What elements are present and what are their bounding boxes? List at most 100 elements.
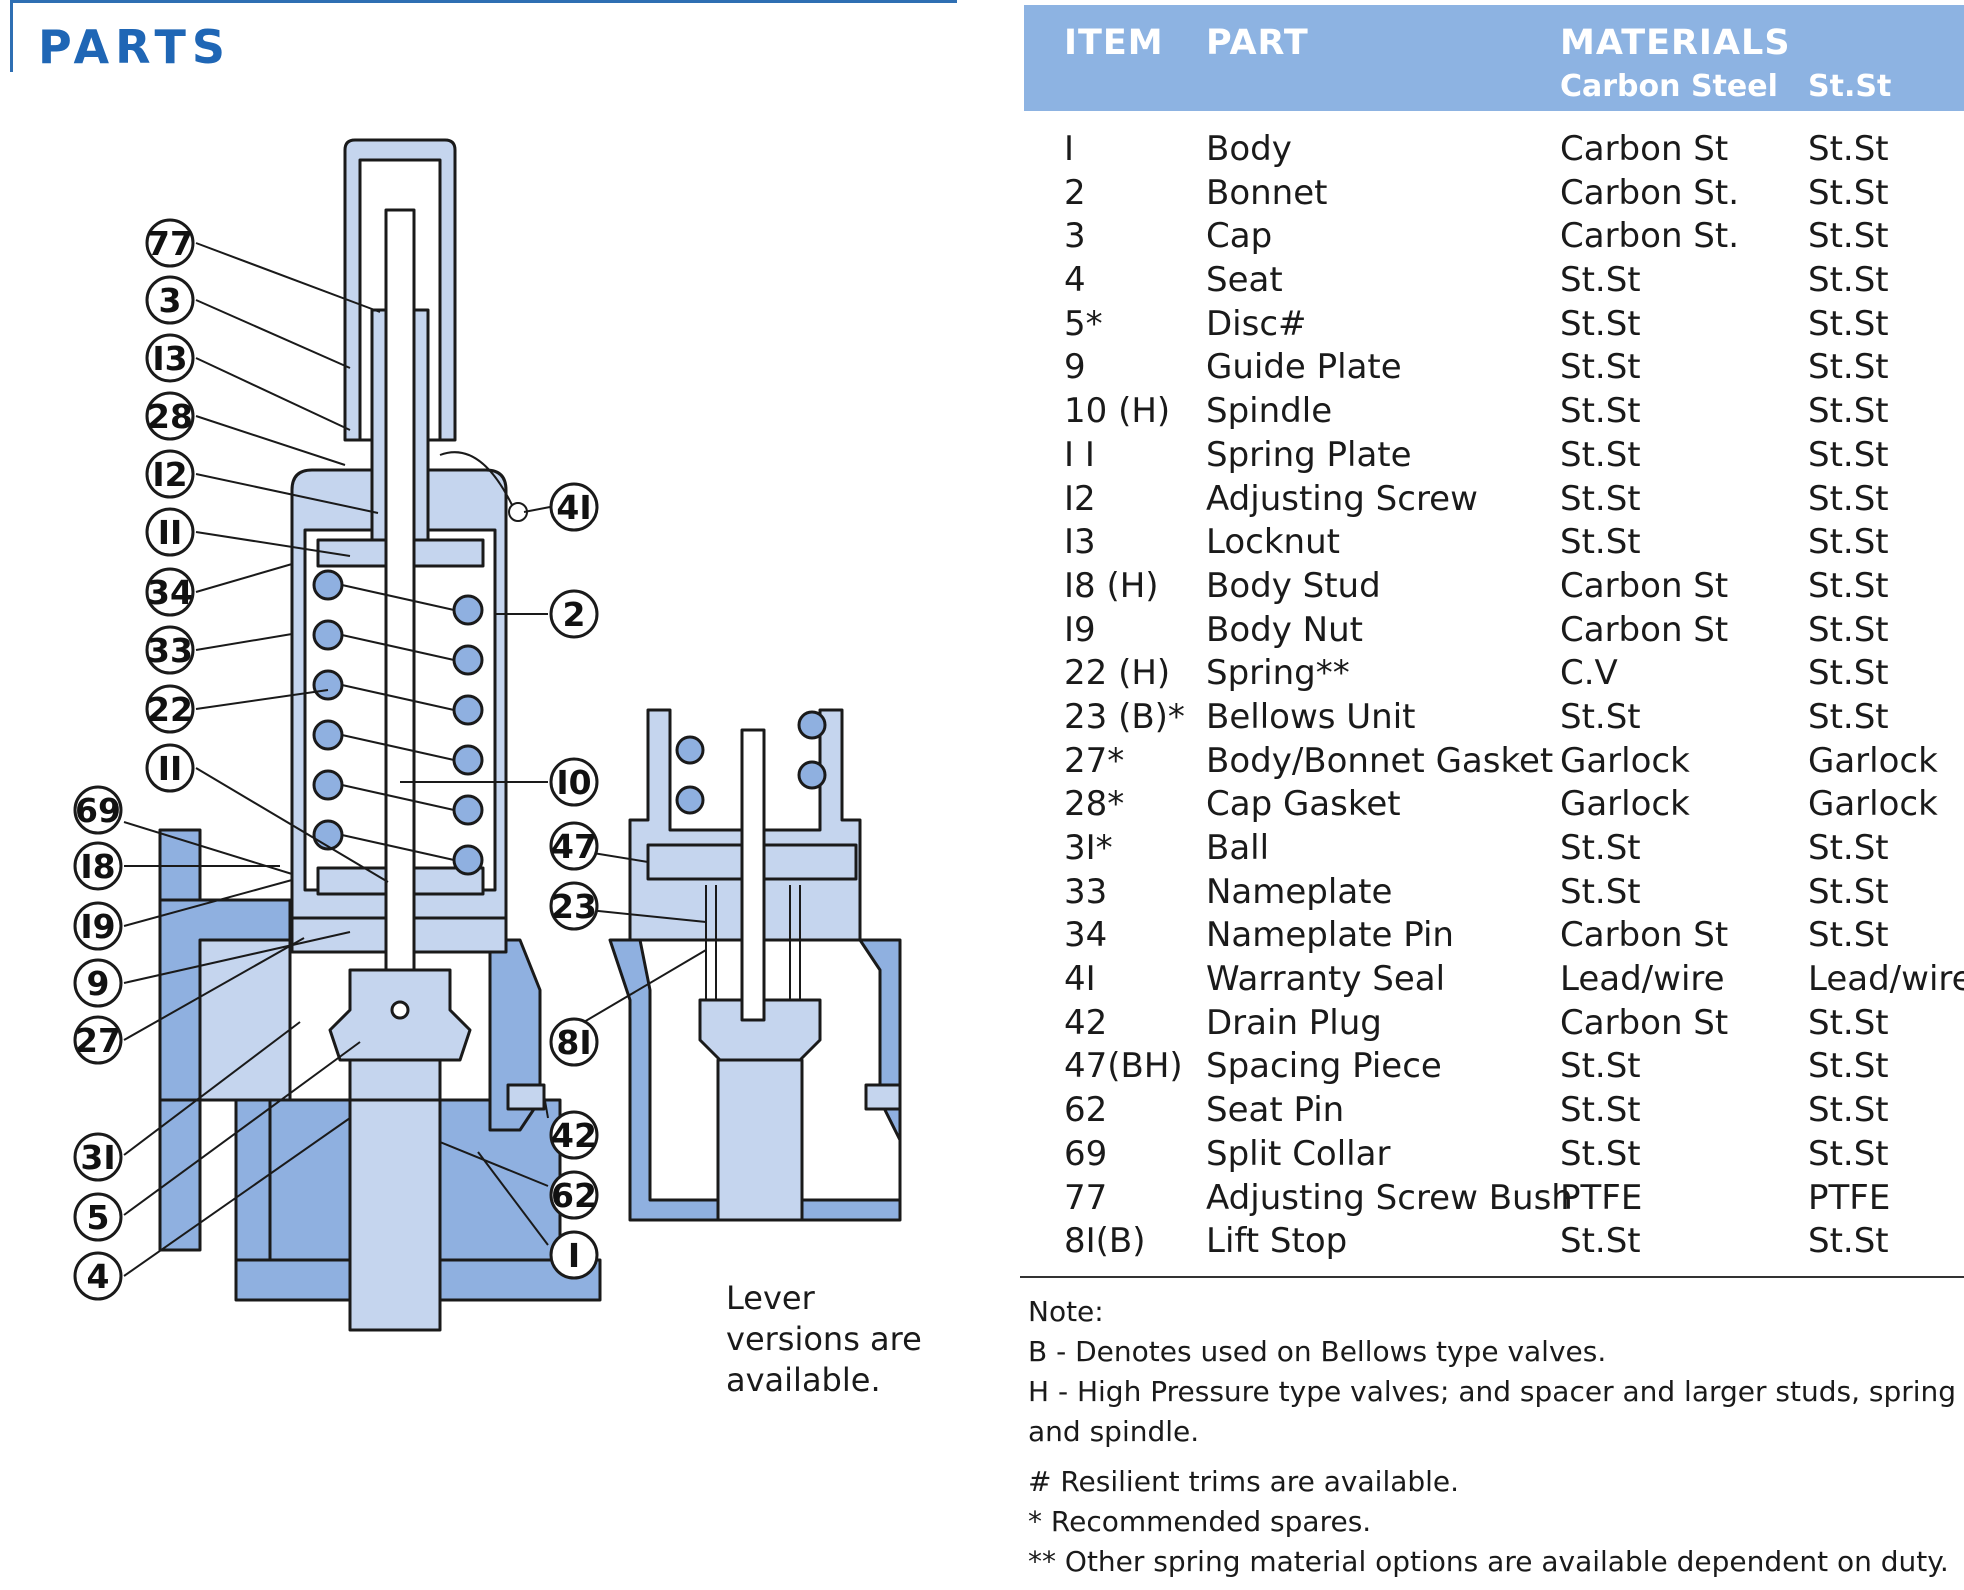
cell-carbon-steel: St.St — [1560, 1046, 1641, 1087]
cell-carbon-steel: St.St — [1560, 478, 1641, 519]
callout-label: 69 — [75, 791, 121, 830]
note-dstar: ** Other spring material options are ava… — [1028, 1545, 1949, 1578]
cell-stst: St.St — [1808, 434, 1889, 475]
callout-left-13: 9 — [73, 958, 123, 1008]
callout-label: II — [158, 513, 183, 552]
cell-part: Body Stud — [1206, 565, 1381, 606]
callout-circle — [73, 1192, 123, 1242]
bellows-spindle — [740, 728, 766, 1022]
parts-table-header: ITEM PART MATERIALS Carbon Steel St.St — [1024, 5, 1964, 111]
cell-carbon-steel: St.St — [1560, 303, 1641, 344]
callout-label: 28 — [147, 397, 193, 436]
cell-carbon-steel: St.St — [1560, 1133, 1641, 1174]
cell-item: I3 — [1064, 522, 1096, 563]
header-stst: St.St — [1808, 69, 1892, 104]
cell-item: 42 — [1064, 1002, 1108, 1043]
cell-item: 47(BH) — [1064, 1046, 1183, 1087]
cell-stst: St.St — [1808, 609, 1889, 650]
cell-item: 3 — [1064, 216, 1086, 257]
cell-item: 10 (H) — [1064, 391, 1171, 432]
drain-plug — [506, 1083, 546, 1111]
callout-circle — [549, 1110, 599, 1160]
table-divider — [1020, 1276, 1964, 1278]
callout-circle — [549, 1170, 599, 1220]
cell-part: Warranty Seal — [1206, 959, 1446, 1000]
bellows-spring — [675, 710, 827, 815]
cell-stst: St.St — [1808, 696, 1889, 737]
cell-item: 3I* — [1064, 828, 1113, 868]
bellows-disc — [698, 998, 822, 1062]
callout-label: I2 — [152, 455, 187, 494]
note-b: B - Denotes used on Bellows type valves. — [1028, 1335, 1607, 1368]
header-materials: MATERIALS — [1560, 23, 1791, 63]
spindle — [384, 208, 416, 1012]
callout-right-5: 8I — [549, 1017, 599, 1067]
bellows-body — [608, 938, 902, 1222]
cell-part: Spring Plate — [1206, 434, 1412, 475]
callout-label: 4 — [87, 1257, 110, 1296]
callout-label: I3 — [152, 339, 187, 378]
callout-label: 3 — [159, 281, 182, 320]
cell-carbon-steel: St.St — [1560, 391, 1641, 432]
callout-circle — [549, 589, 599, 639]
callout-circle — [145, 507, 195, 557]
callout-circle — [145, 218, 195, 268]
cell-item: 69 — [1064, 1133, 1108, 1174]
callout-circle — [549, 757, 599, 807]
cell-stst: St.St — [1808, 565, 1889, 606]
cell-stst: St.St — [1808, 391, 1889, 432]
callout-left-12: I9 — [73, 901, 123, 951]
callout-right-3: 47 — [549, 821, 599, 871]
callout-right-0: 4I — [549, 482, 599, 532]
cell-carbon-steel: C.V — [1560, 653, 1618, 694]
callout-label: 2 — [563, 595, 586, 634]
callout-label: II — [158, 749, 183, 788]
callout-label: 42 — [551, 1116, 597, 1155]
callout-right-2: I0 — [549, 757, 599, 807]
cell-carbon-steel: Carbon St — [1560, 129, 1729, 169]
cell-part: Spindle — [1206, 391, 1333, 432]
cell-item: 8I(B) — [1064, 1221, 1146, 1262]
cell-carbon-steel: Carbon St — [1560, 1002, 1729, 1043]
cell-part: Bellows Unit — [1206, 696, 1416, 737]
callout-circle — [145, 743, 195, 793]
cell-item: 34 — [1064, 915, 1108, 956]
header-item: ITEM — [1064, 23, 1164, 63]
callout-left-4: I2 — [145, 449, 195, 499]
cell-part: Nameplate — [1206, 871, 1393, 912]
cell-part: Lift Stop — [1206, 1221, 1348, 1262]
callout-circle — [145, 333, 195, 383]
notes-block: Note: B - Denotes used on Bellows type v… — [1028, 1292, 1958, 1582]
cell-stst: PTFE — [1808, 1177, 1891, 1218]
cell-carbon-steel: Carbon St. — [1560, 172, 1740, 213]
callout-label: 34 — [147, 573, 193, 612]
callout-right-6: 42 — [549, 1110, 599, 1160]
cell-carbon-steel: St.St — [1560, 260, 1641, 301]
cell-stst: St.St — [1808, 172, 1889, 213]
cell-part: Ball — [1206, 828, 1270, 868]
cell-part: Cap — [1206, 216, 1273, 257]
note-h: H - High Pressure type valves; and space… — [1028, 1375, 1957, 1448]
cell-stst: St.St — [1808, 871, 1889, 912]
bellows-bonnet — [628, 708, 862, 942]
cell-item: I2 — [1064, 478, 1096, 519]
callout-left-3: 28 — [145, 391, 195, 441]
callout-circle — [145, 391, 195, 441]
callout-label: 3I — [80, 1138, 115, 1177]
title-rule — [10, 0, 957, 3]
cell-part: Bonnet — [1206, 172, 1328, 213]
cell-stst: St.St — [1808, 478, 1889, 519]
valve-cross-section-diagram: 773I328I2II343322II69I8I99273I544I2I0472… — [73, 138, 902, 1332]
notes-heading: Note: — [1028, 1295, 1104, 1328]
cell-part: Seat — [1206, 260, 1283, 301]
